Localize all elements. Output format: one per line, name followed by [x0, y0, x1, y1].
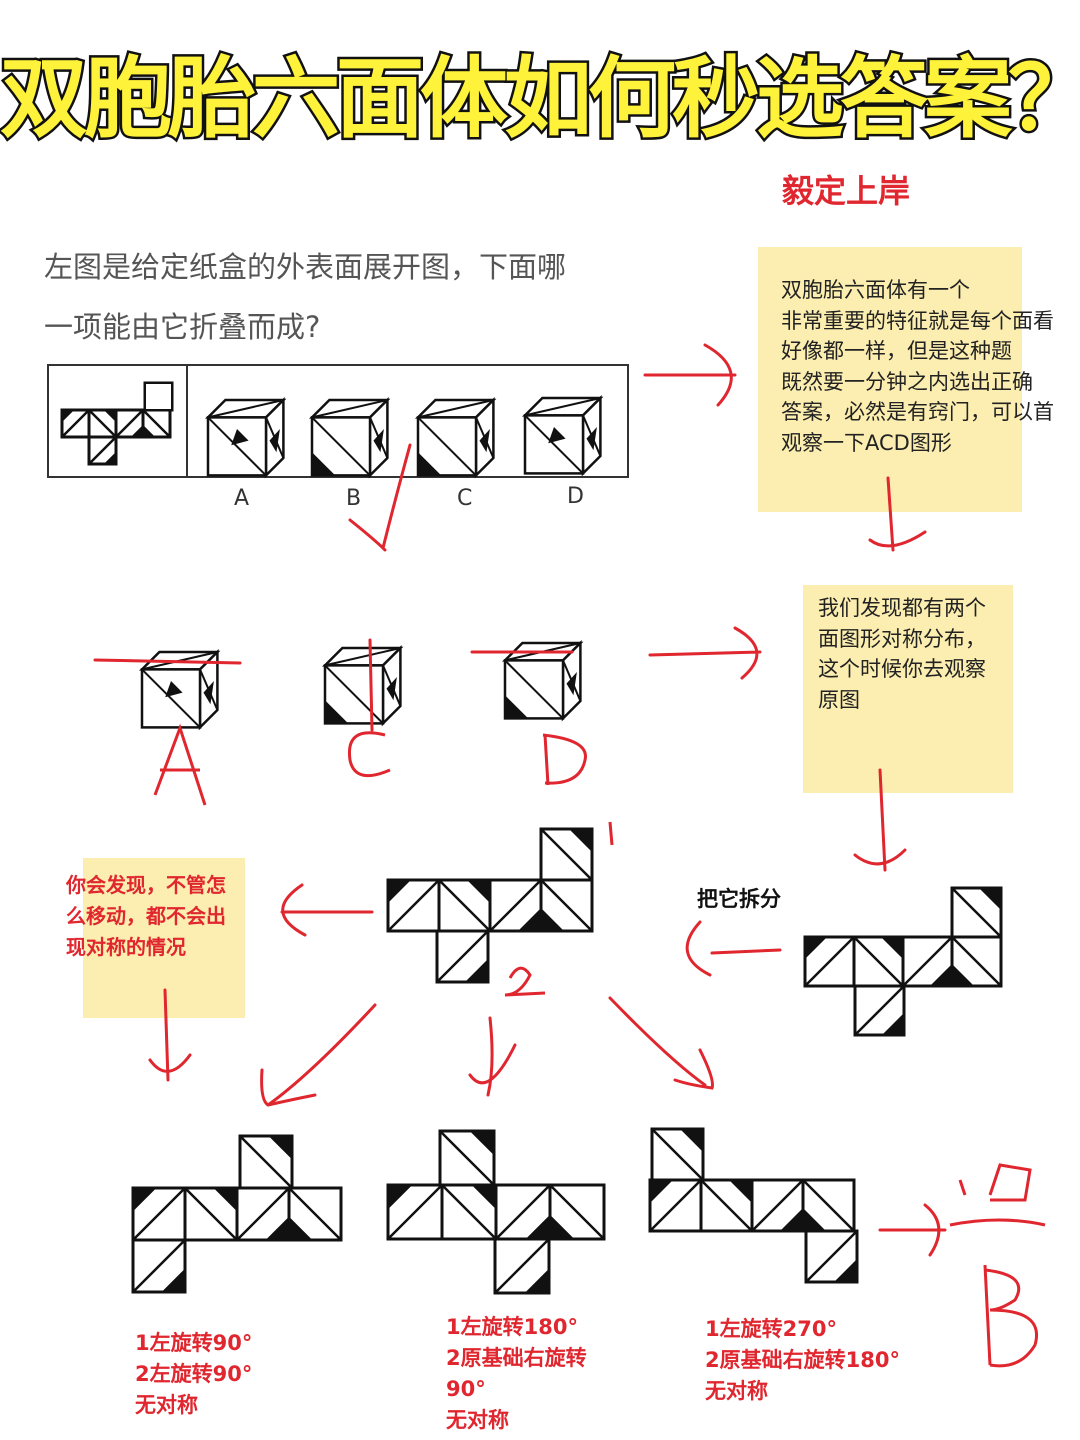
net-face — [901, 935, 954, 988]
net-face — [539, 878, 594, 933]
cube-option — [414, 396, 497, 479]
net-face — [87, 408, 118, 439]
net-face — [131, 1238, 187, 1294]
cube-net — [803, 886, 1003, 1037]
net-face — [493, 1237, 551, 1295]
net-face — [950, 886, 1003, 939]
cube-option — [321, 644, 404, 727]
arrow-down-note3 — [148, 988, 192, 1082]
net-face — [60, 408, 91, 439]
strike-a — [93, 658, 242, 665]
net-face — [183, 1186, 239, 1242]
hand-2 — [504, 966, 546, 997]
red-annotations — [93, 343, 947, 1257]
cube-net — [386, 827, 594, 984]
net-face — [650, 1127, 705, 1182]
arrow-down-2 — [853, 768, 907, 872]
net-face — [235, 1186, 291, 1242]
net-face — [386, 878, 441, 933]
cube-net — [386, 1129, 606, 1295]
cube-option — [204, 396, 287, 479]
question-line-2: 一项能由它折叠而成? — [44, 310, 321, 344]
note-2-text: 我们发现都有两个面图形对称分布，这个时候你去观察原图 — [818, 596, 986, 712]
sticky-note-1: 双胞胎六面体有一个非常重要的特征就是每个面看好像都一样，但是这种题既然要一分钟之… — [758, 247, 1054, 512]
option-label-d: D — [567, 484, 584, 509]
net-face — [114, 408, 145, 439]
net-face — [804, 1229, 859, 1284]
note-1-text: 双胞胎六面体有一个非常重要的特征就是每个面看好像都一样，但是这种题既然要一分钟之… — [781, 278, 1054, 455]
problem-figure-frame — [47, 364, 629, 478]
arrow-down-b — [348, 443, 412, 552]
net-face — [435, 929, 490, 984]
arrow-left-split — [685, 920, 782, 977]
cube-option — [501, 639, 584, 722]
arrow-to-answer — [878, 1203, 947, 1257]
net-face — [238, 1134, 294, 1190]
net-face — [853, 984, 906, 1037]
net-face — [801, 1178, 856, 1233]
hand-b — [983, 1264, 1038, 1368]
cube-net — [131, 1134, 343, 1294]
net-face — [386, 1183, 444, 1241]
brand-label: 毅定上岸 — [782, 172, 911, 210]
net-face — [87, 435, 118, 466]
arrow-down-note — [868, 476, 927, 552]
hand-a — [153, 723, 207, 806]
strike-c — [368, 638, 374, 732]
net-face — [539, 827, 594, 882]
hand-1 — [608, 821, 614, 846]
arrow-down-left — [260, 1003, 377, 1107]
net-face — [803, 935, 856, 988]
arrow-down-right — [608, 996, 714, 1090]
caption-3: 1左旋转270°2原基础右旋转180°无对称 — [705, 1317, 900, 1403]
net-face — [131, 1186, 187, 1242]
hand-c — [347, 731, 391, 778]
net-face — [750, 1178, 805, 1233]
cube-net — [648, 1127, 859, 1284]
net-face — [494, 1183, 552, 1241]
arrow-down-middle — [468, 1016, 517, 1097]
cube-option — [138, 648, 221, 731]
cube-option — [308, 396, 391, 479]
sticky-note-2: 我们发现都有两个面图形对称分布，这个时候你去观察原图 — [803, 585, 1013, 793]
net-face — [852, 935, 905, 988]
note-3-text: 你会发现，不管怎么移动，都不会出现对称的情况 — [66, 873, 226, 959]
hand-d — [542, 733, 587, 786]
hand-choose — [949, 1163, 1046, 1227]
net-face — [488, 878, 543, 933]
option-label-c: C — [457, 486, 473, 511]
arrow-left-note — [280, 883, 374, 937]
net-face — [438, 1129, 496, 1187]
net-face — [141, 408, 172, 439]
net-face — [144, 382, 173, 411]
cube-option — [521, 394, 604, 477]
option-label-b: B — [346, 486, 362, 511]
net-face — [440, 1183, 498, 1241]
page-title: 双胞胎六面体如何秒选答案？ — [0, 45, 1080, 153]
net-face — [699, 1178, 754, 1233]
net-face — [548, 1183, 606, 1241]
caption-1: 1左旋转90°2左旋转90°无对称 — [135, 1331, 253, 1417]
arrow-right-1 — [643, 343, 737, 407]
handwritten-letters — [153, 723, 1046, 1368]
net-face — [950, 935, 1003, 988]
split-label: 把它拆分 — [697, 887, 781, 911]
net-face — [648, 1178, 703, 1233]
arrow-right-2 — [648, 626, 762, 680]
net-face — [437, 878, 492, 933]
net-face — [287, 1186, 343, 1242]
option-label-a: A — [234, 486, 250, 511]
question-line-1: 左图是给定纸盒的外表面展开图，下面哪 — [44, 250, 567, 284]
